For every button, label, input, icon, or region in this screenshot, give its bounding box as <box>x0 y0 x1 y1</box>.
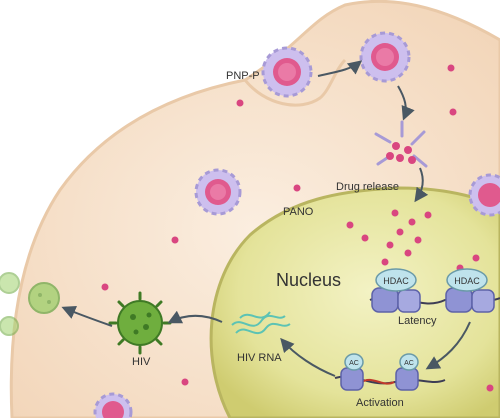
hiv-rna-label: HIV RNA <box>237 352 282 364</box>
hdac-enzyme <box>375 268 417 292</box>
virus-icon <box>28 282 60 314</box>
activation-complex: AC AC <box>334 353 446 391</box>
activation-label: Activation <box>356 397 404 409</box>
hdac-enzyme <box>446 268 488 292</box>
ac-enzyme <box>344 353 364 371</box>
ac-enzyme <box>399 353 419 371</box>
pnp-label: PNP-P <box>226 70 260 82</box>
drug-release-label: Drug release <box>336 181 399 193</box>
ac-label: AC <box>349 360 359 367</box>
histone-icon <box>371 287 495 313</box>
nanoparticle-icon <box>93 392 133 418</box>
hdac-label: HDAC <box>383 276 409 286</box>
histone-icon <box>340 367 419 391</box>
latency-complex: HDAC HDAC <box>369 268 500 313</box>
hiv-label: HIV <box>132 356 151 368</box>
drug-molecules <box>101 64 494 392</box>
rna-strand-icon <box>231 311 291 335</box>
nanoparticle-icon <box>359 31 411 83</box>
virus-icon <box>0 272 20 294</box>
nucleus-label: Nucleus <box>276 270 341 290</box>
nanoparticle-icon <box>194 168 242 216</box>
virus-icon <box>108 291 172 355</box>
nanoparticle-icon <box>261 46 313 98</box>
virus-icon <box>0 316 19 336</box>
hdac-label: HDAC <box>454 276 480 286</box>
arrow-icon <box>61 60 471 377</box>
ac-label: AC <box>404 360 414 367</box>
latency-label: Latency <box>398 315 437 327</box>
nanoparticle-icon <box>468 173 500 217</box>
nanoparticle-release-icon <box>374 120 428 168</box>
pano-label: PANO <box>283 206 314 218</box>
